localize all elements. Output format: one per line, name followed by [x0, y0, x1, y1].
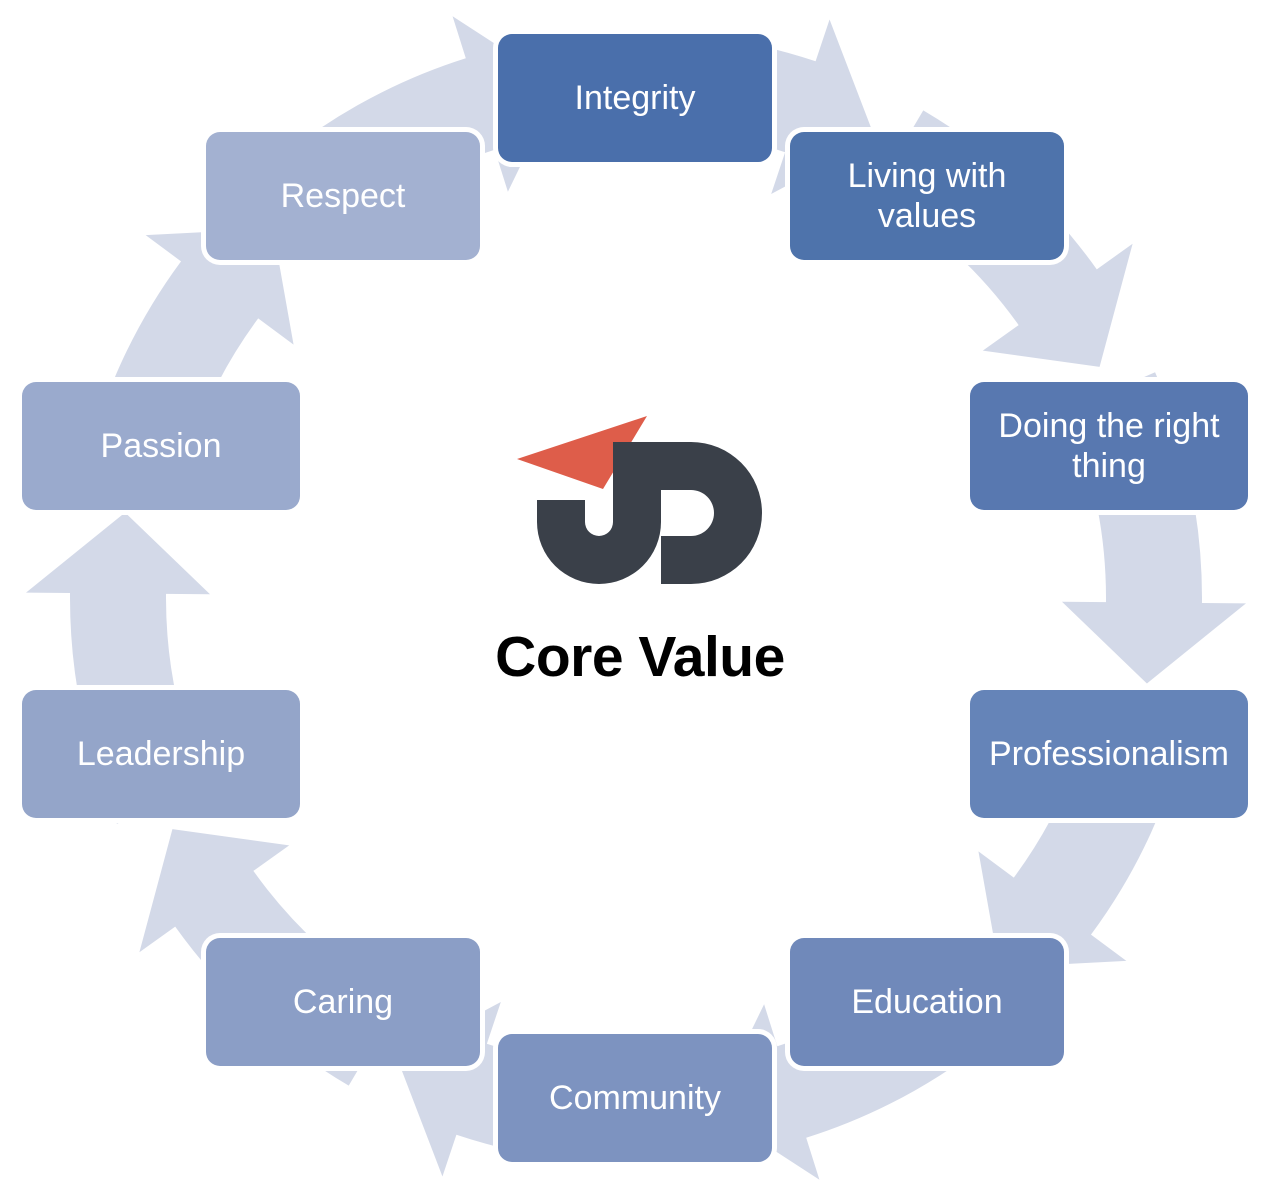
center-group: Core Value — [430, 404, 850, 744]
cycle-node-label: Integrity — [574, 78, 696, 117]
cycle-node-label: Community — [549, 1078, 721, 1117]
center-title: Core Value — [495, 625, 785, 689]
cycle-node-label: Living with values — [847, 156, 1007, 235]
cycle-node-passion[interactable]: Passion — [22, 382, 300, 510]
cycle-node-label: Education — [851, 982, 1003, 1021]
logo-accent-swoosh — [517, 416, 647, 489]
cycle-node-integrity[interactable]: Integrity — [498, 34, 772, 162]
cycle-node-label: Leadership — [76, 734, 246, 773]
jd-logo — [517, 416, 762, 584]
cycle-node-professionalism[interactable]: Professionalism — [970, 690, 1248, 818]
cycle-node-label: Professionalism — [989, 734, 1229, 773]
cycle-node-community[interactable]: Community — [498, 1034, 772, 1162]
cycle-node-label: Respect — [280, 176, 406, 215]
cycle-node-label: Caring — [292, 982, 394, 1021]
cycle-node-respect[interactable]: Respect — [206, 132, 480, 260]
cycle-node-label: Doing the right thing — [998, 406, 1220, 485]
cycle-node-label: Passion — [100, 426, 222, 465]
cycle-node-caring[interactable]: Caring — [206, 938, 480, 1066]
cycle-node-living-with-values[interactable]: Living with values — [790, 132, 1064, 260]
cycle-node-leadership[interactable]: Leadership — [22, 690, 300, 818]
cycle-node-education[interactable]: Education — [790, 938, 1064, 1066]
cycle-node-doing-the-right-thing[interactable]: Doing the right thing — [970, 382, 1248, 510]
logo-letter-j — [537, 442, 661, 584]
logo-letter-d — [661, 442, 762, 584]
